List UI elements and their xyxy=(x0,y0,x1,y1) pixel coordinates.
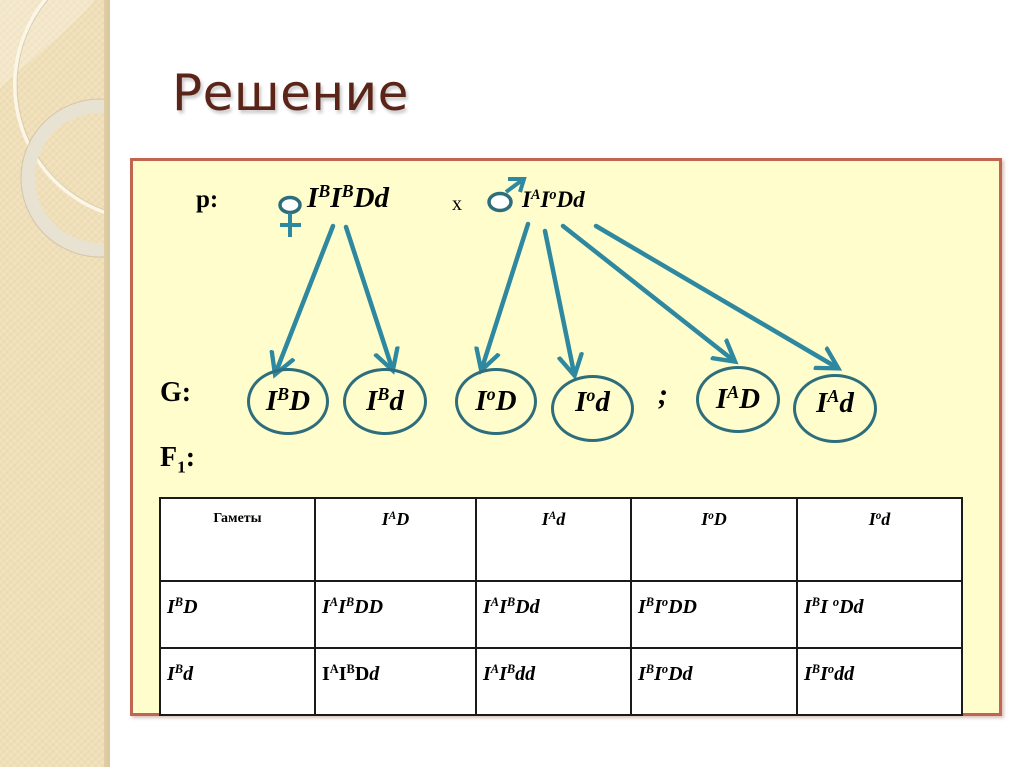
offspring-genotype-cell: IAIBDD xyxy=(314,580,477,649)
cross-sign: x xyxy=(452,193,462,215)
gametes-separator: ; xyxy=(658,378,668,411)
offspring-genotype-cell: IBIoDD xyxy=(630,580,798,649)
column-header-gamete: IAD xyxy=(314,497,477,582)
table-header-row: Гаметы IAD IAd IoD Iod xyxy=(159,497,963,582)
offspring-genotype-cell: IBIoDd xyxy=(630,647,798,716)
table-row: IBd IAIBDd IAIBdd IBIoDd IBIodd xyxy=(159,647,963,716)
f1-label: F1: xyxy=(160,442,196,477)
row-header-gamete: IBD xyxy=(159,580,316,649)
gamete-ellipse-1: IBD xyxy=(247,368,329,435)
male-genotype: IAIoDd xyxy=(522,187,585,212)
offspring-genotype-cell: IAIBDd xyxy=(475,580,632,649)
punnett-square-table: Гаметы IAD IAd IoD Iod IBD IAIBDD IAIBDd… xyxy=(159,497,963,716)
column-header-gamete: IoD xyxy=(630,497,798,582)
decorative-side-panel xyxy=(0,0,110,767)
gametes-label: G: xyxy=(160,377,192,408)
gamete-ellipse-3: IoD xyxy=(455,368,537,435)
gamete-ellipse-5: IAD xyxy=(696,366,780,433)
offspring-genotype-cell: IBIodd xyxy=(796,647,963,716)
side-panel-edge-stripe xyxy=(104,0,110,767)
offspring-genotype-cell: IAIBdd xyxy=(475,647,632,716)
table-corner-cell: Гаметы xyxy=(159,497,316,582)
offspring-genotype-cell: IBI oDd xyxy=(796,580,963,649)
slide-title: Решение xyxy=(172,64,409,122)
gamete-ellipse-6: IAd xyxy=(793,374,877,443)
female-genotype: IBIBDd xyxy=(307,181,390,214)
gamete-ellipse-2: IBd xyxy=(343,368,427,435)
column-header-gamete: IAd xyxy=(475,497,632,582)
offspring-genotype-cell: IAIBDd xyxy=(314,647,477,716)
table-row: IBD IAIBDD IAIBDd IBIoDD IBI oDd xyxy=(159,580,963,649)
decorative-rings-icon xyxy=(0,0,110,258)
row-header-gamete: IBd xyxy=(159,647,316,716)
column-header-gamete: Iod xyxy=(796,497,963,582)
gamete-ellipse-4: Iod xyxy=(551,375,634,442)
parents-label: p: xyxy=(196,186,219,213)
